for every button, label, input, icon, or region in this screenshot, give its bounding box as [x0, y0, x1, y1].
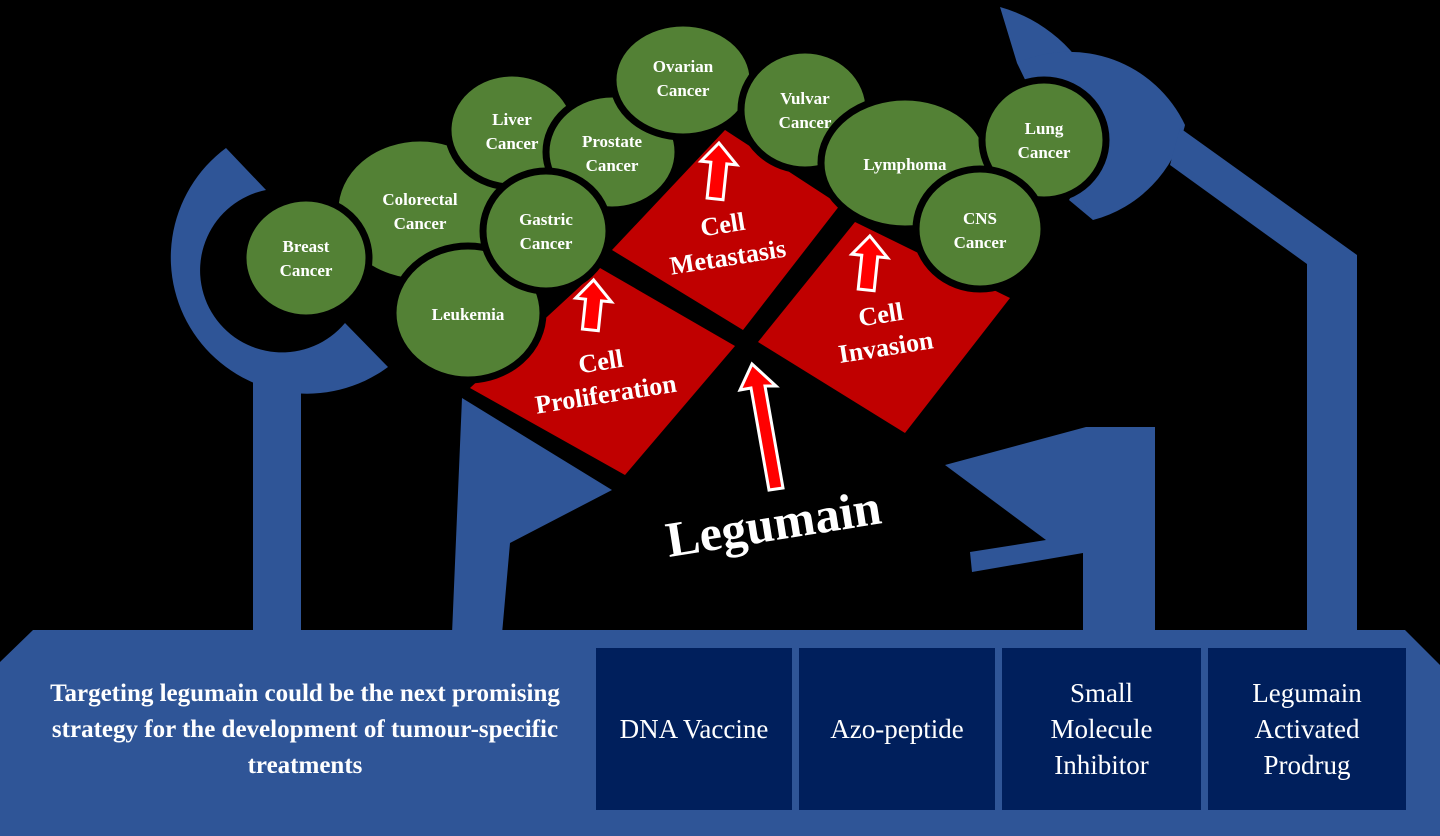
strategy-label: Small Molecule Inhibitor [1050, 678, 1153, 780]
arrow-up-icon-proliferation [572, 277, 615, 333]
cancer-label-lymphoma: Lymphoma [863, 155, 947, 174]
center-right-antibody-shape [945, 427, 1155, 634]
strategy-box-dna-vaccine: DNA Vaccine [596, 648, 792, 810]
cancer-circle-lung [978, 76, 1110, 204]
cancer-circle-cns [912, 165, 1048, 293]
strategy-box-small-molecule-inhibitor: Small Molecule Inhibitor [1002, 648, 1201, 810]
legumain-label: Legumain [662, 479, 885, 568]
base-statement: Targeting legumain could be the next pro… [50, 680, 560, 779]
strategy-label: Azo-peptide [830, 714, 964, 744]
cancer-circle-gastric [479, 167, 613, 295]
process-box-proliferation [470, 268, 735, 475]
strategy-label: DNA Vaccine [619, 714, 769, 744]
left-antibody-stem [253, 372, 301, 634]
strategy-box-azo-peptide: Azo-peptide [799, 648, 995, 810]
left-antibody-shape [170, 148, 388, 634]
strategy-label: Legumain Activated Prodrug [1252, 678, 1362, 780]
arrow-up-icon-legumain [737, 361, 785, 492]
cancer-circle-breast [239, 194, 373, 322]
cancer-label-leukemia: Leukemia [432, 305, 505, 324]
right-antibody-arm [1170, 128, 1357, 634]
strategy-box-legumain-activated-prodrug: Legumain Activated Prodrug [1208, 648, 1406, 810]
cancer-circle-ovarian [609, 19, 757, 141]
process-box-metastasis [612, 130, 840, 330]
arrow-up-icon-metastasis [697, 140, 741, 202]
left-antibody-arc [170, 148, 388, 394]
arrow-up-icon-invasion [848, 233, 892, 293]
center-left-antibody-shape [452, 398, 612, 634]
